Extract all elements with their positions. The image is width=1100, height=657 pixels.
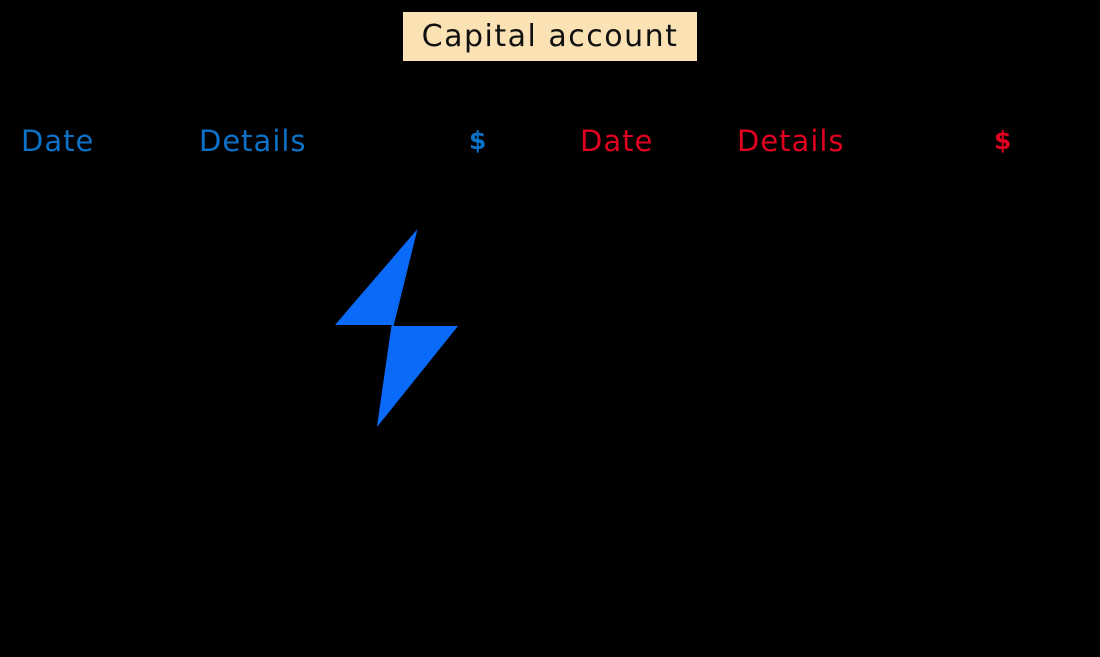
debit-entries-area [0,175,550,657]
lightning-bolt-icon [330,222,465,434]
credit-entries-area [550,175,1100,657]
credit-header-details: Details [737,124,845,158]
credit-header-date: Date [580,124,654,158]
debit-header-date: Date [21,124,95,158]
ledger-body [0,175,1100,657]
debit-header-amount: $ [469,126,488,155]
account-title-box: Capital account [402,11,698,62]
page-title: Capital account [421,18,679,54]
debit-header-details: Details [199,124,307,158]
credit-header-amount: $ [994,126,1013,155]
